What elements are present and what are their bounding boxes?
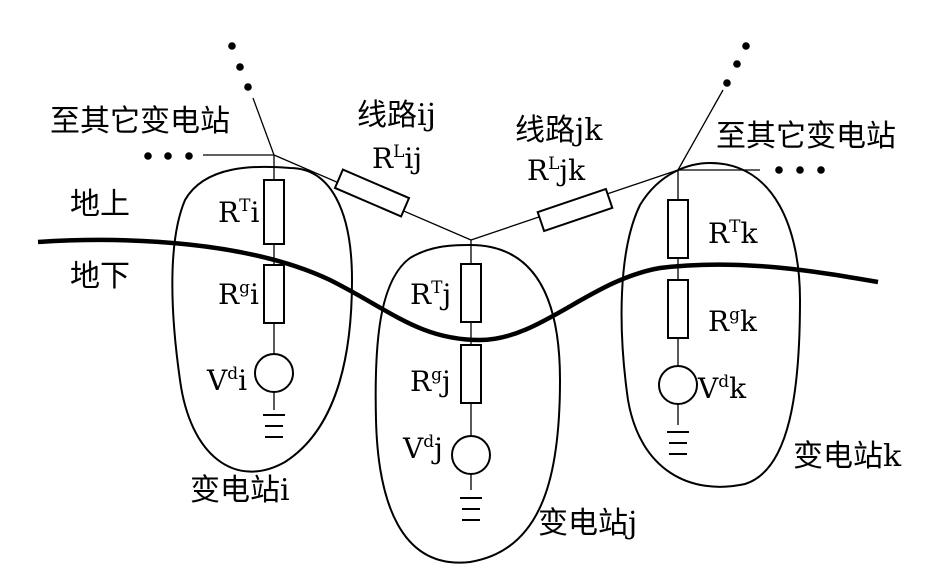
line-ij-resistor bbox=[333, 168, 411, 218]
substation-j-outline bbox=[374, 243, 562, 564]
substation-k-ground-symbol bbox=[667, 431, 689, 455]
label-substation-j-ground-resistance: Rgj bbox=[410, 365, 451, 398]
substation-k-source-symbol bbox=[658, 365, 698, 405]
substation-i-ground-resistor bbox=[263, 264, 285, 324]
substation-i-source-symbol bbox=[254, 353, 294, 393]
substation-j-source-symbol bbox=[451, 435, 491, 475]
label-to-other-substation-left: 至其它变电站 bbox=[50, 104, 230, 139]
continuation-dots-right-vertical bbox=[723, 42, 750, 87]
continuation-dots-right-horizontal bbox=[775, 166, 825, 174]
continuation-dots-left-vertical bbox=[228, 42, 252, 91]
label-substation-j-tower-resistance: RTj bbox=[410, 278, 451, 311]
label-substation-k-name: 变电站k bbox=[793, 439, 902, 474]
label-substation-i-source: Vdi bbox=[206, 364, 247, 397]
substation-j-ground-resistor bbox=[460, 344, 482, 404]
label-substation-k-tower-resistance: RTk bbox=[708, 217, 758, 250]
substation-k-tower-resistor bbox=[667, 199, 689, 259]
feeder-wire-right-diagonal bbox=[677, 89, 724, 171]
substation-i-outline bbox=[171, 165, 354, 473]
substation-j-ground-symbol bbox=[460, 497, 482, 521]
label-substation-k-ground-resistance: Rgk bbox=[708, 305, 758, 338]
label-line-resistance-ij: RLij bbox=[372, 142, 422, 175]
label-substation-j-name: 变电站j bbox=[538, 506, 637, 541]
substation-k-ground-resistor bbox=[667, 279, 689, 339]
continuation-dots-left-horizontal bbox=[144, 152, 193, 160]
label-below-ground: 地下 bbox=[70, 259, 130, 294]
label-substation-j-source: Vdj bbox=[402, 432, 443, 465]
substation-i-ground-symbol bbox=[263, 414, 285, 438]
label-line-ij: 线路ij bbox=[357, 98, 436, 133]
label-substation-i-tower-resistance: RTi bbox=[218, 196, 259, 229]
label-substation-k-source: Vdk bbox=[697, 372, 747, 405]
line-jk-resistor bbox=[536, 187, 614, 233]
feeder-wire-left-diagonal bbox=[252, 97, 275, 156]
ground-surface-line bbox=[37, 237, 879, 343]
label-line-resistance-jk: RLjk bbox=[527, 154, 586, 187]
substation-i-tower-resistor bbox=[263, 179, 285, 245]
label-above-ground: 地上 bbox=[70, 187, 130, 222]
label-line-jk: 线路jk bbox=[515, 113, 603, 148]
substation-k-outline bbox=[620, 161, 802, 488]
label-substation-i-ground-resistance: Rgi bbox=[218, 278, 259, 311]
label-to-other-substation-right: 至其它变电站 bbox=[716, 119, 896, 154]
substation-j-tower-resistor bbox=[460, 263, 482, 323]
label-substation-i-name: 变电站i bbox=[190, 473, 290, 508]
